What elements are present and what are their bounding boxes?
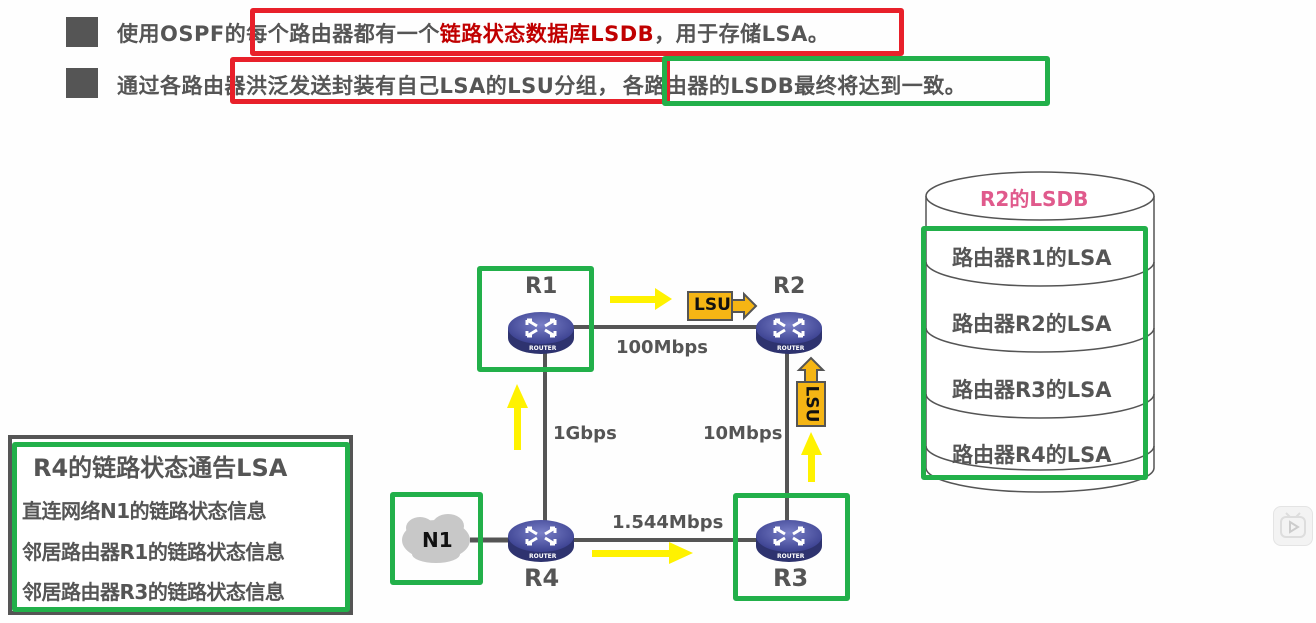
flood-arrow-r4-r3 (592, 542, 693, 564)
router-icon-r2 (756, 312, 822, 354)
lsdb-entry: 路由器R1的LSA (952, 246, 1112, 270)
router-label-r1: R1 (525, 274, 558, 299)
router-icon-r4 (508, 520, 574, 562)
lsdb-entry: 路由器R4的LSA (952, 443, 1112, 467)
router-icon-r3 (756, 520, 822, 562)
bullet-marker (66, 68, 98, 98)
lsa-row: 直连网络N1的链路状态信息 (22, 499, 267, 523)
bandwidth-r2-r3: 10Mbps (703, 423, 783, 444)
router-badge-r1: ROUTER (529, 345, 557, 352)
router-label-r2: R2 (773, 274, 806, 299)
router-label-r4: R4 (524, 564, 560, 592)
play-button[interactable] (1273, 506, 1313, 546)
lsa-row: 邻居路由器R3的链路状态信息 (22, 580, 285, 604)
lsdb-title: R2的LSDB (980, 187, 1089, 211)
bullet-2-prefix: 通过各路由 (117, 74, 225, 98)
bullet-line-2: 通过各路由器洪泛发送封装有自己LSA的LSU分组，各路由器的LSDB最终将达到一… (117, 70, 966, 100)
lsa-card-title: R4的链路状态通告LSA (33, 454, 288, 482)
flood-arrow-r3-r2 (801, 432, 822, 482)
network-cloud-n1 (402, 514, 470, 563)
flood-arrow-r4-r1 (507, 384, 528, 450)
router-icon-r1 (508, 312, 574, 354)
lsdb-entry: 路由器R3的LSA (952, 378, 1112, 402)
router-badge-r4: ROUTER (529, 553, 557, 560)
bandwidth-r1-r4: 1Gbps (553, 423, 617, 444)
highlight-box-r3 (733, 493, 850, 601)
bullet-line-1: 使用OSPF的每个路由器都有一个链路状态数据库LSDB，用于存储LSA。 (117, 18, 829, 48)
bandwidth-r1-r2: 100Mbps (616, 337, 708, 358)
bullet-1-seg-3: ，用于存储LSA。 (654, 22, 830, 46)
flood-arrow-r1-r2 (610, 288, 672, 310)
lsa-card-highlight (12, 442, 350, 612)
bullet-2-conclusion: 各路由器的LSDB最终将达到一致。 (622, 74, 967, 98)
highlight-box-n1 (390, 492, 483, 585)
lsu-packet-vertical (796, 356, 826, 427)
red-highlight-box-2 (230, 57, 670, 104)
lsu-label-horizontal: LSU (694, 295, 731, 315)
green-highlight-box-conclusion (662, 56, 1050, 106)
bandwidth-r4-r3: 1.544Mbps (612, 512, 724, 533)
bullet-1-highlight: 链路状态数据库LSDB (439, 22, 655, 46)
router-label-r3: R3 (773, 564, 809, 592)
router-badge-r2: ROUTER (777, 345, 805, 352)
lsa-card (8, 435, 353, 615)
network-label-n1: N1 (422, 528, 453, 552)
bullet-marker (66, 17, 98, 47)
lsdb-highlight-box (921, 226, 1148, 480)
bullet-1-seg-1: 每个路由器都有一个 (246, 22, 440, 46)
highlight-box-r1 (477, 266, 594, 372)
play-icon (1280, 512, 1306, 538)
lsu-packet-horizontal (687, 291, 758, 321)
bullet-2-middle: 器洪泛发送封装有自己LSA的LSU分组， (224, 74, 619, 98)
lsa-row: 邻居路由器R1的链路状态信息 (22, 540, 285, 564)
router-badge-r3: ROUTER (777, 553, 805, 560)
lsdb-cylinder (925, 171, 1155, 493)
lsu-label-vertical: LSU (801, 385, 822, 423)
lsdb-entry: 路由器R2的LSA (952, 312, 1112, 336)
red-highlight-box-1 (250, 8, 904, 56)
bullet-1-prefix: 使用OSPF的 (117, 22, 247, 46)
